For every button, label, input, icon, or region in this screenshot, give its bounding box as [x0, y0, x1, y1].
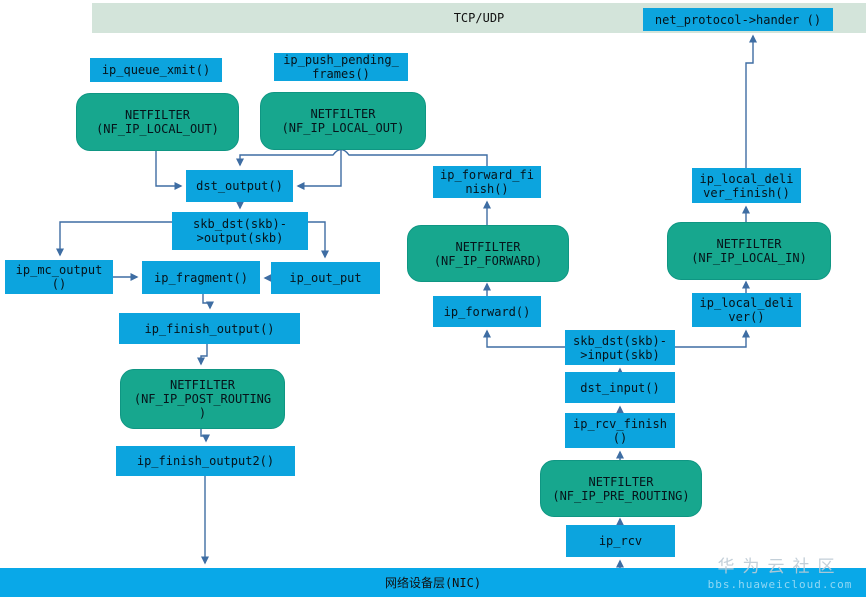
node-netfilter-local-in: NETFILTER (NF_IP_LOCAL_IN) [667, 222, 831, 280]
node-netfilter-local-out-1: NETFILTER (NF_IP_LOCAL_OUT) [76, 93, 239, 151]
node-ip-forward: ip_forward() [433, 296, 541, 327]
node-netfilter-post-routing: NETFILTER (NF_IP_POST_ROUTING ) [120, 369, 285, 429]
node-netfilter-forward: NETFILTER (NF_IP_FORWARD) [407, 225, 569, 282]
tcp-udp-label: TCP/UDP [453, 11, 505, 25]
node-ip-mc-output: ip_mc_output () [5, 260, 113, 294]
node-ip-local-deliver: ip_local_deli ver() [692, 293, 801, 327]
node-netfilter-local-out-2: NETFILTER (NF_IP_LOCAL_OUT) [260, 92, 426, 150]
node-net-protocol-hander: net_protocol->hander () [643, 8, 833, 31]
node-ip-rcv: ip_rcv [566, 525, 675, 557]
node-netfilter-pre-routing: NETFILTER (NF_IP_PRE_ROUTING) [540, 460, 702, 517]
nic-layer-label: 网络设备层(NIC) [384, 576, 482, 590]
node-ip-finish-output2: ip_finish_output2() [116, 446, 295, 476]
nic-layer-bar: 网络设备层(NIC) [0, 568, 866, 597]
node-skb-dst-output: skb_dst(skb)- >output(skb) [172, 212, 308, 250]
node-skb-dst-input: skb_dst(skb)- >input(skb) [565, 330, 675, 365]
node-ip-out-put: ip_out_put [271, 262, 380, 294]
node-ip-rcv-finish: ip_rcv_finish () [565, 413, 675, 448]
node-dst-input: dst_input() [565, 372, 675, 403]
node-ip-forward-finish: ip_forward_fi nish() [433, 166, 541, 198]
node-ip-finish-output: ip_finish_output() [119, 313, 300, 344]
node-ip-push-pending-frames: ip_push_pending_ frames() [274, 53, 408, 81]
node-dst-output: dst_output() [186, 170, 293, 202]
node-ip-fragment: ip_fragment() [142, 261, 260, 294]
node-ip-local-deliver-finish: ip_local_deli ver_finish() [692, 168, 801, 203]
node-ip-queue-xmit: ip_queue_xmit() [90, 58, 222, 82]
